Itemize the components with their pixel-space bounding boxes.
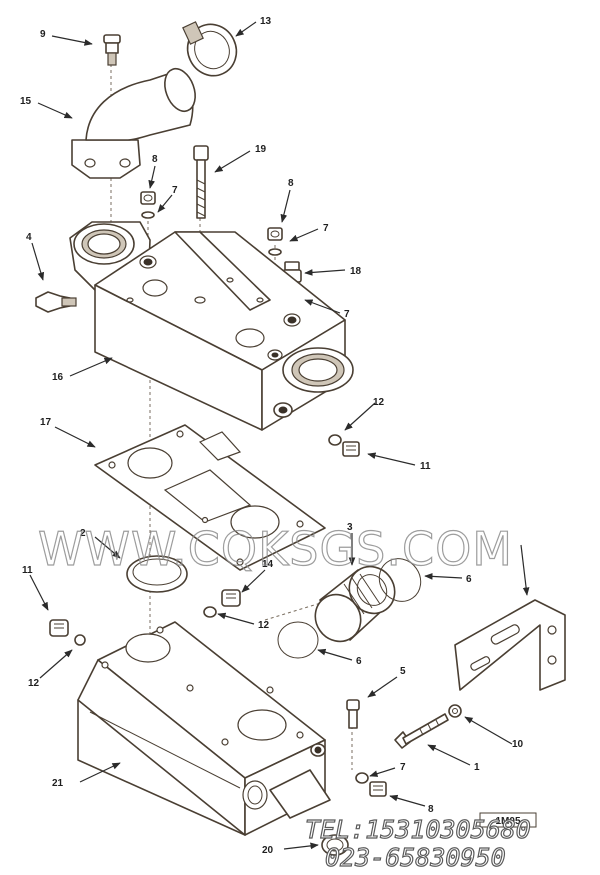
bolt-part-19: [193, 145, 209, 219]
callout-label: 7: [344, 309, 350, 320]
callout-label: 18: [350, 266, 362, 277]
callout-label: 12: [373, 397, 385, 408]
callout-label: 19: [255, 144, 267, 155]
callout-label: 15: [20, 96, 32, 107]
o-ring-part-12-upper: [328, 434, 342, 446]
callout-label: 6: [356, 656, 362, 667]
plug-part-8-right: [267, 227, 283, 256]
plug-part-8-left: [140, 191, 156, 219]
bolt-part-1: [394, 713, 449, 749]
plug-part-8-lower: [369, 781, 387, 797]
callout-label: 7: [323, 223, 329, 234]
callout-leaders: [29, 21, 530, 850]
bracket-part-10: [454, 599, 566, 691]
callout-label: 11: [22, 565, 33, 576]
seal-part-6-lower: [277, 621, 319, 659]
callout-label: 17: [40, 417, 52, 428]
callout-label: 5: [400, 666, 406, 677]
figure-code-box: 1M05: [479, 812, 537, 828]
gasket-part-17: [94, 424, 326, 571]
housing-part-21: [77, 621, 331, 836]
callout-label: 4: [26, 232, 32, 243]
seal-ring-part-20: [321, 834, 349, 856]
callout-label: 2: [80, 528, 86, 539]
watermark-text: WWW.CQKSGS.COM: [38, 522, 513, 576]
washer-part-10: [448, 704, 462, 718]
water-outlet-elbow-part-15: [71, 67, 196, 179]
callout-labels: 9 13 15 19 8 7 8 7 4 18 7 16 12 11 17 2 …: [20, 16, 524, 856]
callout-label: 11: [420, 461, 431, 472]
thermostat-seal-part-14: [126, 555, 188, 593]
callout-label: 10: [512, 739, 524, 750]
contact-phone: 023-65830950: [325, 843, 506, 872]
callout-label: 16: [52, 372, 64, 383]
callout-label: 7: [400, 762, 406, 773]
plug-part-2: [203, 589, 241, 618]
callout-label: 20: [262, 845, 274, 856]
thermostat-part-3: [314, 565, 396, 643]
callout-label: 14: [262, 559, 274, 570]
callout-label: 8: [152, 154, 158, 165]
callout-label: 6: [466, 574, 472, 585]
plug-part-11-lower: [49, 619, 69, 637]
hose-clamp-part-13: [182, 21, 238, 77]
svg-text:1M05: 1M05: [495, 816, 520, 827]
plug-part-11-upper: [342, 441, 360, 457]
callout-label: 12: [258, 620, 270, 631]
callout-label: 3: [347, 522, 353, 533]
thermostat-housing-part-16: [69, 221, 354, 431]
sensor-part-4: [35, 291, 77, 313]
contact-tel: TEL:15310305680: [305, 815, 531, 844]
bolt-part-5: [346, 699, 360, 729]
callout-label: 8: [428, 804, 434, 815]
seal-part-6-upper: [378, 558, 422, 602]
callout-label: 9: [40, 29, 46, 40]
callout-label: 21: [52, 778, 64, 789]
o-ring-part-7-lower: [355, 772, 369, 784]
callout-label: 12: [28, 678, 40, 689]
callout-label: 7: [172, 185, 178, 196]
callout-label: 13: [260, 16, 272, 27]
callout-label: 8: [288, 178, 294, 189]
o-ring-part-12-lower: [74, 634, 86, 646]
vent-plug-part-9: [103, 34, 121, 66]
callout-label: 1: [474, 762, 480, 773]
